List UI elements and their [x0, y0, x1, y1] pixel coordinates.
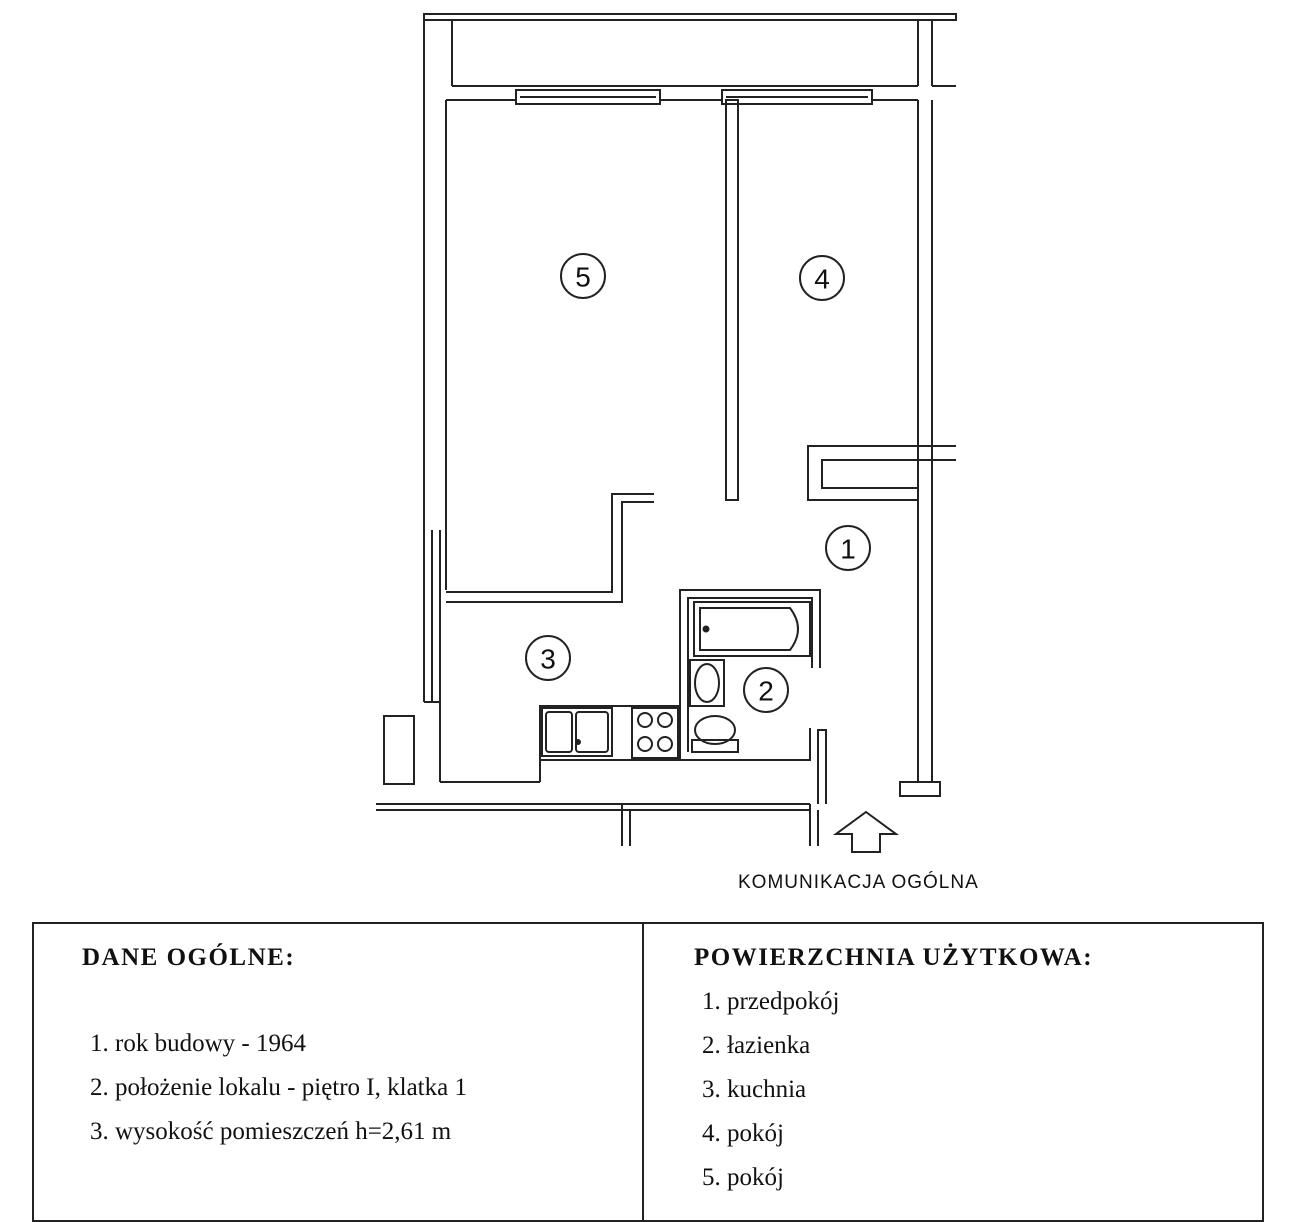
partition-wall-4-5: [725, 99, 739, 501]
room-marker-5: 5: [560, 253, 606, 299]
room-number-2: 2: [758, 676, 774, 707]
floor-plan: 1 2 3 4 5 KOMUNIKACJA OGÓLNA: [376, 13, 979, 893]
usable-area-item: 2. łazienka: [702, 1032, 811, 1059]
room-number-4: 4: [814, 264, 830, 295]
general-info-item: 2. położenie lokalu - piętro I, klatka 1: [90, 1074, 467, 1101]
wall-stub-room-4: [807, 445, 956, 501]
window-room-5: [515, 89, 661, 105]
room-marker-2: 2: [743, 667, 789, 713]
room-marker-4: 4: [799, 255, 845, 301]
toilet-icon: [691, 715, 739, 753]
usable-area-item: 4. pokój: [702, 1120, 784, 1147]
exterior-wall-bottom: [376, 781, 819, 846]
partition-wall-5-3: [446, 493, 654, 603]
stove-icon: [631, 707, 679, 759]
usable-area-column: POWIERZCHNIA UŻYTKOWA: 1. przedpokój 2. …: [644, 924, 1262, 1220]
usable-area-heading: POWIERZCHNIA UŻYTKOWA:: [694, 944, 1094, 971]
exterior-wall-left-lower: [383, 520, 441, 785]
usable-area-item: 1. przedpokój: [702, 988, 840, 1015]
general-info-heading: DANE OGÓLNE:: [82, 944, 296, 971]
general-info-item: 1. rok budowy - 1964: [90, 1030, 306, 1057]
room-number-3: 3: [540, 644, 556, 675]
bathtub-icon: [693, 601, 811, 657]
info-table: DANE OGÓLNE: 1. rok budowy - 1964 2. poł…: [32, 922, 1264, 1222]
washbasin-icon: [689, 659, 725, 707]
general-info-item: 3. wysokość pomieszczeń h=2,61 m: [90, 1118, 452, 1145]
balcony-wall: [423, 13, 957, 87]
usable-area-item: 5. pokój: [702, 1164, 784, 1191]
usable-area-item: 3. kuchnia: [702, 1076, 807, 1103]
room-number-1: 1: [840, 534, 856, 565]
room-number-5: 5: [575, 262, 591, 293]
general-info-column: DANE OGÓLNE: 1. rok budowy - 1964 2. poł…: [34, 924, 644, 1220]
sink-icon: [541, 707, 613, 757]
bathroom-walls: [679, 589, 827, 804]
access-label: KOMUNIKACJA OGÓLNA: [738, 871, 979, 893]
kitchen-counter: [539, 705, 681, 782]
exterior-wall-right: [899, 100, 941, 797]
exterior-wall-top: [423, 20, 918, 590]
room-marker-1: 1: [825, 525, 871, 571]
window-room-4: [721, 89, 873, 105]
room-marker-3: 3: [525, 635, 571, 681]
up-arrow-icon: [832, 810, 900, 853]
